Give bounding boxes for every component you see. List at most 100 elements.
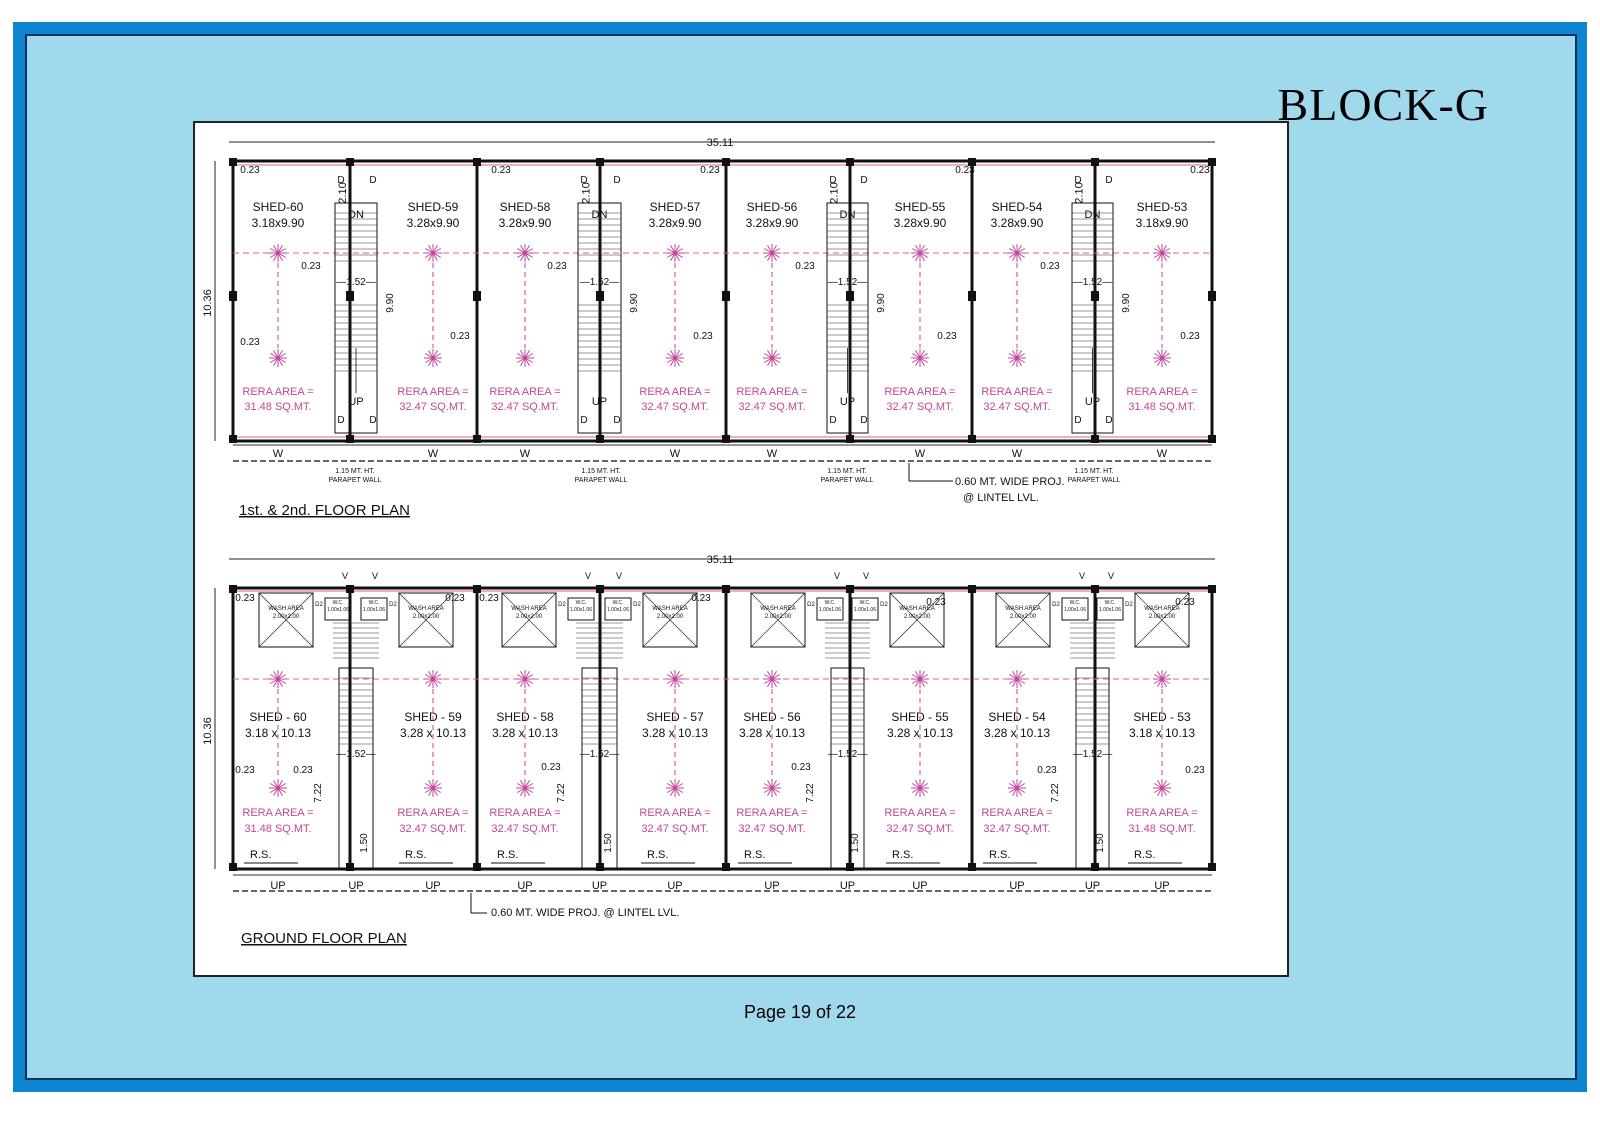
wc-block [1096,597,1124,621]
light-point [273,678,279,688]
column [1091,585,1099,593]
wall-thickness-label: 0.23 [791,762,811,773]
rera-area-label: RERA AREA = [397,807,468,819]
column [722,435,730,443]
light-point [1161,252,1167,262]
rera-area-label: RERA AREA = [1126,386,1197,398]
shed-size: 3.28x9.90 [649,216,702,230]
stair-width-label: 2.10 [1074,182,1086,203]
light-point [432,787,438,797]
light-point [771,248,781,254]
rera-area-value: 32.47 SQ.MT. [886,401,953,413]
light-point [915,244,921,254]
stair-case [577,202,622,434]
column [1208,158,1216,166]
wc-label: W.C. [613,600,624,606]
wc-label: W.C. [860,600,871,606]
shed-name: SHED-57 [650,200,701,214]
column [968,291,976,301]
wall-thickness-label: 0.23 [795,261,815,272]
door-label: D2 [1125,602,1133,608]
light-point [674,252,684,258]
light-point [674,353,684,359]
window-label: W [520,448,531,460]
wall-thickness-label: 0.23 [1190,165,1210,176]
shed-name: SHED-55 [895,200,946,214]
stair-width-label: 2.10 [581,182,593,203]
rera-area-label: RERA AREA = [884,386,955,398]
stair-down-label: DN [348,209,364,221]
light-point [1016,252,1022,262]
light-point [428,670,434,680]
column [968,863,976,871]
light-point [915,779,921,789]
light-point [771,678,777,688]
door-label: D2 [389,602,397,608]
light-point [1153,674,1163,680]
light-point [516,783,526,789]
light-point [1161,783,1171,789]
light-point [1016,353,1026,359]
light-point [524,787,530,797]
light-point [674,678,684,684]
rera-area-label: RERA AREA = [639,807,710,819]
light-point [771,244,777,254]
stair-up-label: UP [592,880,607,892]
light-point [1012,787,1018,797]
light-point [767,252,773,262]
light-point [919,678,929,684]
wash-area-label: 2.00x2.00 [413,614,440,620]
wash-area-label: 2.00x2.00 [1149,614,1176,620]
light-point [1016,787,1022,797]
wc-label: 1.00x1.06 [327,607,349,613]
door-label: D [337,175,344,186]
light-point [1161,787,1167,797]
shed-name: SHED - 57 [646,710,704,724]
light-point [424,787,434,793]
wall-thickness-label: 0.23 [1185,765,1205,776]
light-point [524,678,530,688]
light-point [666,787,676,793]
wall-thickness-label: 0.23 [235,593,255,604]
light-point [919,670,925,680]
parapet-note: PARAPET WALL [821,477,874,484]
stair-down-label: DN [1085,209,1101,221]
light-point [919,787,925,797]
light-point [674,787,684,793]
wc-block [604,597,632,621]
shed-size: 3.18x9.90 [252,216,305,230]
column [1208,863,1216,871]
wall-thickness-label: 0.23 [926,597,946,608]
rs-label: R.S. [647,849,668,861]
light-point [1016,244,1022,254]
rera-area-value: 32.47 SQ.MT. [491,401,558,413]
stair-width-label: 2.10 [829,182,841,203]
light-point [771,252,777,262]
shed-size: 3.28 x 10.13 [492,726,558,740]
column [473,585,481,593]
stair-up-label: UP [1085,880,1100,892]
door-label: D [580,415,587,426]
wall-thickness-label: 0.23 [293,765,313,776]
rera-area-value: 32.47 SQ.MT. [641,823,708,835]
light-point [911,674,921,680]
stair-depth-label: 7.22 [313,783,324,803]
projection-note: @ LINTEL LVL. [963,492,1039,504]
light-point [432,244,438,254]
light-point [911,248,921,254]
door-label: D [613,175,620,186]
light-point [428,357,434,367]
light-point [1016,670,1022,680]
column [968,158,976,166]
column [229,291,237,301]
shed-name: SHED - 54 [988,710,1046,724]
rera-area-label: RERA AREA = [397,386,468,398]
wall-thickness-label: 0.23 [691,593,711,604]
door-label: D [860,415,867,426]
light-point [767,670,773,680]
light-point [767,349,773,359]
light-point [670,252,676,262]
column [1208,585,1216,593]
light-point [919,357,925,367]
